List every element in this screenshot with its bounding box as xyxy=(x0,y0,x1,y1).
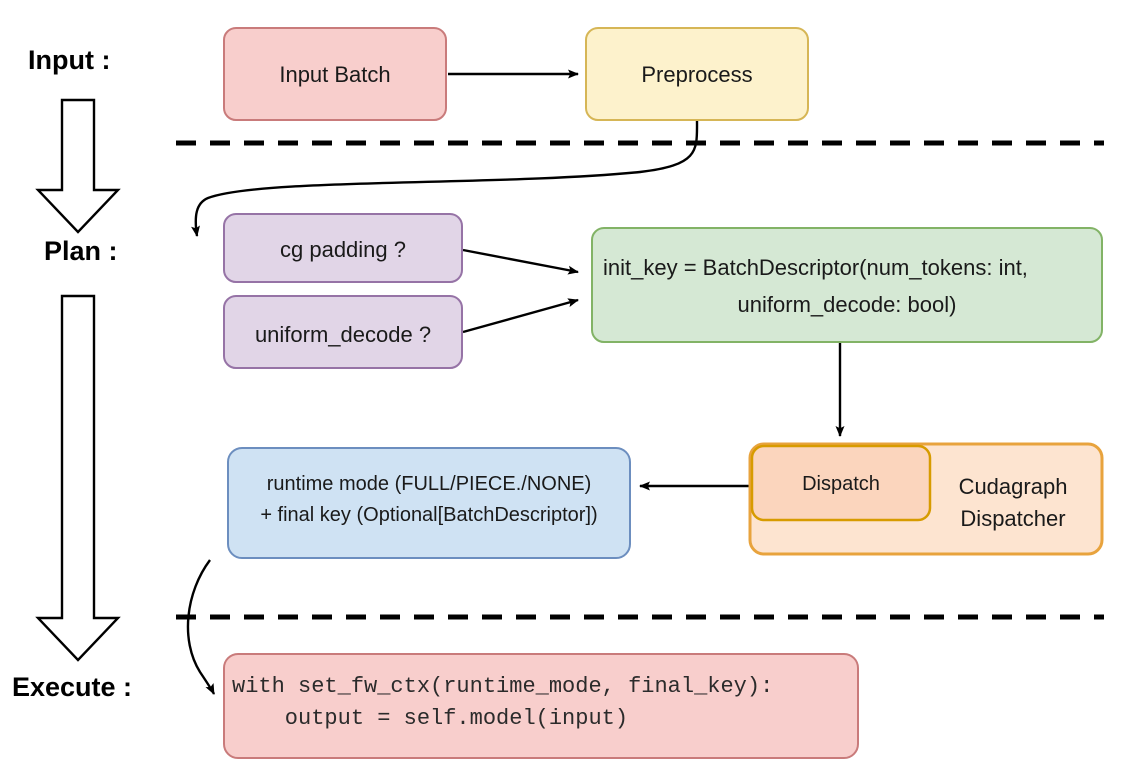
node-execute-code-line1: with set_fw_ctx(runtime_mode, final_key)… xyxy=(232,674,773,699)
node-uniform-decode-label: uniform_decode ? xyxy=(255,322,431,347)
node-execute-code[interactable]: with set_fw_ctx(runtime_mode, final_key)… xyxy=(223,653,859,759)
node-uniform-decode[interactable]: uniform_decode ? xyxy=(223,295,463,369)
node-runtime-mode[interactable]: runtime mode (FULL/PIECE./NONE) + final … xyxy=(227,447,631,559)
node-execute-code-shape[interactable] xyxy=(223,653,859,759)
node-cg-padding-label: cg padding ? xyxy=(280,237,406,262)
stage-flow-arrow-input-to-plan xyxy=(35,98,121,234)
node-runtime-mode-shape[interactable] xyxy=(227,447,631,559)
edge-cg-padding-to-init-key xyxy=(462,248,579,275)
node-init-key-label-line2: uniform_decode: bool) xyxy=(738,292,957,317)
stage-label-input: Input : xyxy=(28,45,110,75)
node-init-key-shape[interactable] xyxy=(591,227,1103,343)
node-preprocess-shape[interactable] xyxy=(585,27,809,121)
node-preprocess[interactable]: Preprocess xyxy=(585,27,809,121)
edge-runtime-mode-to-execute-code xyxy=(186,559,216,695)
node-uniform-decode-shape[interactable] xyxy=(223,295,463,369)
node-cg-padding-shape[interactable] xyxy=(223,213,463,283)
edge-preprocess-to-cg-padding xyxy=(191,119,699,237)
node-execute-code-line2: output = self.model(input) xyxy=(232,706,628,731)
node-dispatch[interactable]: Dispatch xyxy=(750,444,932,522)
node-runtime-mode-label-line2: + final key (Optional[BatchDescriptor]) xyxy=(260,504,597,526)
node-init-key[interactable]: init_key = BatchDescriptor(num_tokens: i… xyxy=(591,227,1103,343)
node-cg-padding[interactable]: cg padding ? xyxy=(223,213,463,283)
edge-uniform-decode-to-init-key xyxy=(462,298,579,334)
stage-label-plan: Plan : xyxy=(44,236,118,266)
node-input-batch-label: Input Batch xyxy=(279,62,390,87)
stage-flow-arrow-plan-to-execute xyxy=(35,294,121,662)
node-preprocess-label: Preprocess xyxy=(641,62,752,87)
node-dispatch-label: Dispatch xyxy=(802,473,880,495)
node-dispatch-shape[interactable] xyxy=(750,444,932,522)
node-runtime-mode-label-line1: runtime mode (FULL/PIECE./NONE) xyxy=(267,473,592,495)
node-cudagraph-dispatcher-label-line1: Cudagraph xyxy=(959,474,1068,499)
node-input-batch[interactable]: Input Batch xyxy=(223,27,447,121)
node-init-key-label-line1: init_key = BatchDescriptor(num_tokens: i… xyxy=(603,255,1028,280)
node-cudagraph-dispatcher-label-line2: Dispatcher xyxy=(960,506,1065,531)
node-input-batch-shape[interactable] xyxy=(223,27,447,121)
stage-label-execute: Execute : xyxy=(12,672,132,702)
